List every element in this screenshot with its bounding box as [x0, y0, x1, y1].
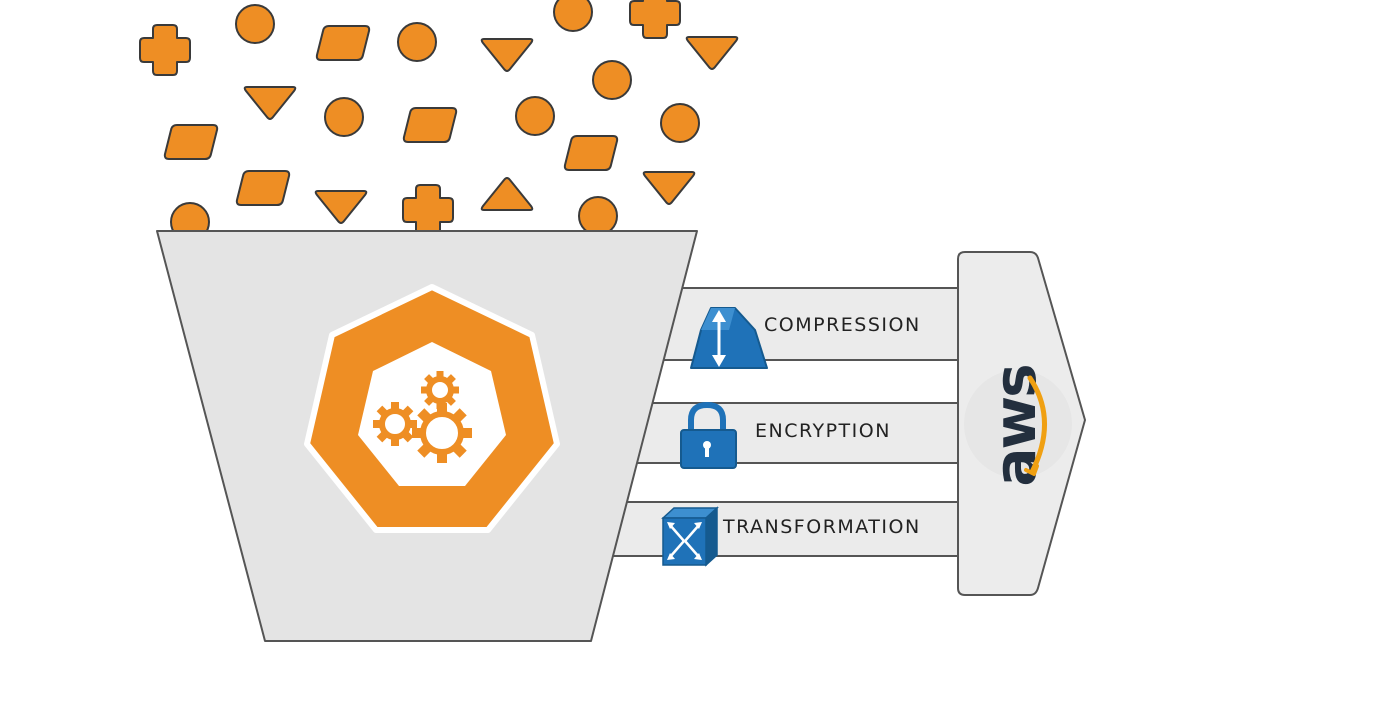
aws-logo: aws — [981, 365, 1049, 486]
input-data-shapes — [139, 0, 739, 242]
encryption-label: ENCRYPTION — [755, 420, 891, 442]
orange-triangle-shape — [243, 86, 297, 120]
transformation-label: TRANSFORMATION — [722, 516, 921, 538]
compression-label: COMPRESSION — [764, 314, 921, 336]
transformation-bar — [599, 501, 963, 557]
orange-parallelogram-shape — [402, 107, 458, 143]
orange-circle-shape — [324, 97, 364, 137]
transformation-step: TRANSFORMATION — [661, 506, 921, 567]
orange-triangle-shape — [685, 36, 739, 70]
encryption-bar — [619, 402, 963, 464]
orange-blob-shape — [629, 0, 681, 39]
orange-circle-shape — [553, 0, 593, 32]
compression-step: COMPRESSION — [690, 307, 921, 369]
orange-parallelogram-shape — [315, 25, 371, 61]
compression-bar — [639, 287, 963, 361]
transform-switch-icon — [661, 506, 719, 567]
orange-circle-shape — [397, 22, 437, 62]
orange-triangle-shape — [314, 190, 368, 224]
orange-triangle-shape — [642, 171, 696, 205]
compression-icon — [690, 307, 768, 369]
orange-circle-shape — [660, 103, 700, 143]
orange-parallelogram-shape — [563, 135, 619, 171]
orange-parallelogram-shape — [235, 170, 291, 206]
orange-triangle-shape — [480, 177, 534, 211]
orange-circle-shape — [592, 60, 632, 100]
orange-circle-shape — [235, 4, 275, 44]
aws-logo-text: aws — [981, 365, 1049, 486]
orange-circle-shape — [515, 96, 555, 136]
orange-triangle-shape — [480, 38, 534, 72]
orange-circle-shape — [578, 196, 618, 236]
aws-destination: aws — [957, 251, 1087, 596]
orange-parallelogram-shape — [163, 124, 219, 160]
orange-blob-shape — [139, 24, 191, 76]
orange-blob-shape — [402, 184, 454, 236]
gears-heptagon-icon — [304, 284, 560, 533]
lock-icon — [680, 401, 737, 469]
pipeline-bars — [599, 287, 963, 557]
encryption-step: ENCRYPTION — [680, 401, 891, 469]
